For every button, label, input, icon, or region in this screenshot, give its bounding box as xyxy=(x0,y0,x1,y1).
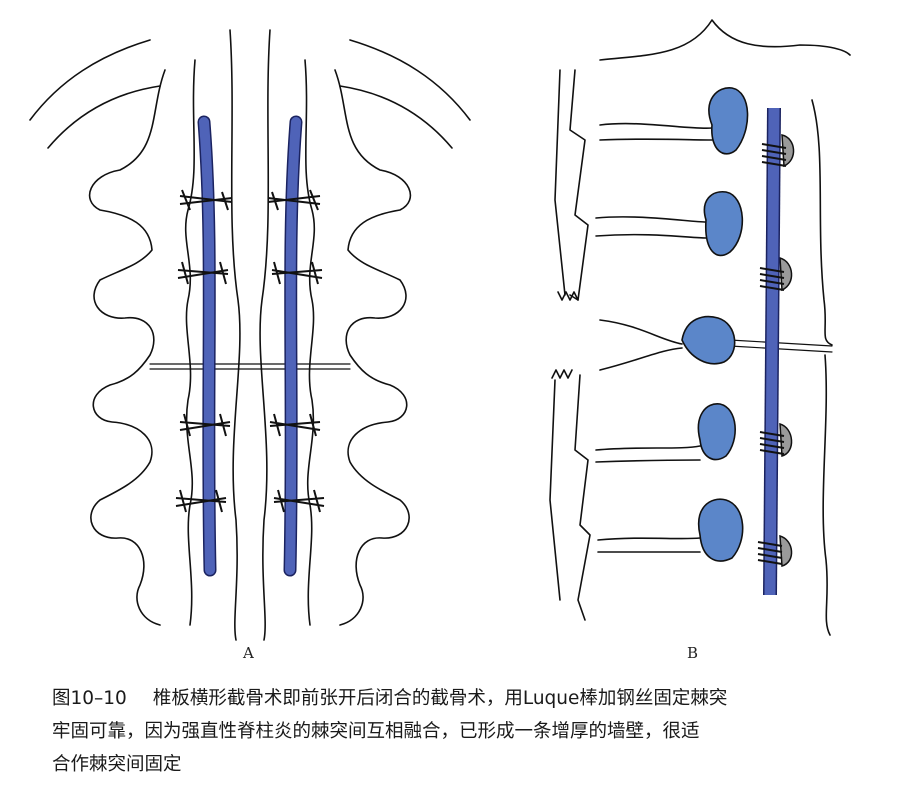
rib-outline-left-inner xyxy=(47,85,161,149)
posterior-contour xyxy=(811,99,833,636)
pedicle-lines xyxy=(595,122,713,553)
osteotomy-line xyxy=(149,363,351,370)
rib-outline-right xyxy=(349,39,471,121)
wire-anchor xyxy=(779,256,793,292)
panel-label-a: A xyxy=(243,644,254,662)
wire-coil xyxy=(757,541,783,565)
lamina-outline-right xyxy=(334,69,412,626)
panel-a-posterior-view xyxy=(29,29,471,641)
figure-number: 图10–10 xyxy=(52,688,127,709)
osteotomy-zigzag-lower xyxy=(551,369,573,379)
caption-text: 椎板横形截骨术即前张开后闭合的截骨术，用Luque棒加钢丝固定棘突 xyxy=(152,688,728,709)
caption-line: 合作棘突间固定 xyxy=(52,754,182,775)
wire-knot xyxy=(179,189,321,211)
spinous-process xyxy=(708,87,749,155)
steel-wires-b xyxy=(757,143,787,565)
wire-knot xyxy=(175,489,325,513)
wire-coil xyxy=(761,143,787,167)
spine-fixation-figure xyxy=(29,19,851,641)
spinous-process xyxy=(703,191,744,257)
spinous-process xyxy=(697,498,744,562)
osteotomy-zigzag-upper xyxy=(557,291,579,301)
top-contour xyxy=(599,19,851,61)
luque-rods-a xyxy=(197,115,303,577)
wire-knot xyxy=(177,261,323,285)
steel-wires-a xyxy=(175,189,325,513)
wire-anchors-b xyxy=(779,134,795,567)
luque-rod-b xyxy=(763,107,781,596)
spinous-processes-b xyxy=(681,87,749,562)
wire-coil xyxy=(759,431,785,455)
caption-line: 牢固可靠，因为强直性脊柱炎的棘突间互相融合，已形成一条增厚的墙壁，很适 xyxy=(52,721,700,742)
facet-outline-right xyxy=(304,59,316,626)
wire-anchor xyxy=(779,422,793,457)
wire-knot xyxy=(179,413,321,437)
panel-label-b: B xyxy=(687,644,699,662)
rib-outline-right-inner xyxy=(339,85,453,149)
caption-line: 图10–10 椎板横形截骨术即前张开后闭合的截骨术，用Luque棒加钢丝固定棘突 xyxy=(52,682,852,715)
spinous-column-left-edge xyxy=(229,29,241,641)
wire-coil xyxy=(759,267,785,291)
spinous-process xyxy=(681,315,736,365)
facet-outline-left xyxy=(184,59,196,626)
rib-outline-left xyxy=(29,39,151,121)
wire-anchor xyxy=(779,534,793,567)
vertebral-body-edge-2 xyxy=(549,69,566,601)
osteotomy-line-b xyxy=(729,339,833,353)
vertebral-body-edge xyxy=(569,69,591,621)
spinous-process xyxy=(697,403,736,461)
wire-anchor xyxy=(781,134,795,168)
panel-b-lateral-view xyxy=(549,19,851,636)
spinous-column-right-edge xyxy=(259,29,271,641)
lamina-outline-left xyxy=(88,69,166,626)
